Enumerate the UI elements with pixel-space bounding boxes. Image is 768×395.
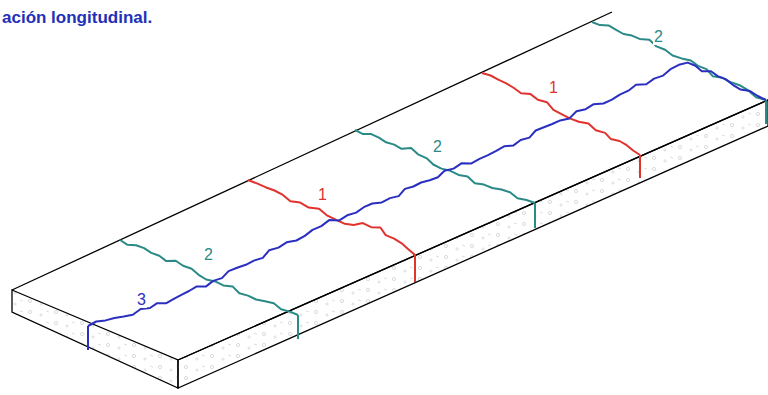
- crack-line: [414, 255, 416, 282]
- crack-line: [248, 180, 415, 255]
- crack-line: [534, 203, 536, 228]
- callout-number: 2: [432, 139, 443, 155]
- callout-number: 3: [136, 292, 147, 308]
- crack-line: [88, 63, 766, 326]
- crack-line: [765, 100, 767, 124]
- crack-line: [120, 240, 298, 315]
- crack-line: [355, 130, 535, 203]
- callout-number: 2: [203, 247, 214, 263]
- callout-number: 2: [653, 29, 664, 45]
- callout-number: 1: [317, 187, 328, 203]
- slab-end: [12, 290, 178, 388]
- callout-number: 1: [548, 80, 559, 96]
- slab-top: [12, 12, 768, 360]
- slab-edge: [178, 100, 768, 360]
- crack-line: [482, 73, 640, 155]
- slab-side: [178, 100, 768, 388]
- crack-line: [639, 155, 641, 178]
- crack-line: [87, 326, 89, 350]
- diagram-title: ación longitudinal.: [2, 9, 152, 26]
- crack-line: [297, 315, 299, 339]
- slab-edge: [12, 12, 612, 290]
